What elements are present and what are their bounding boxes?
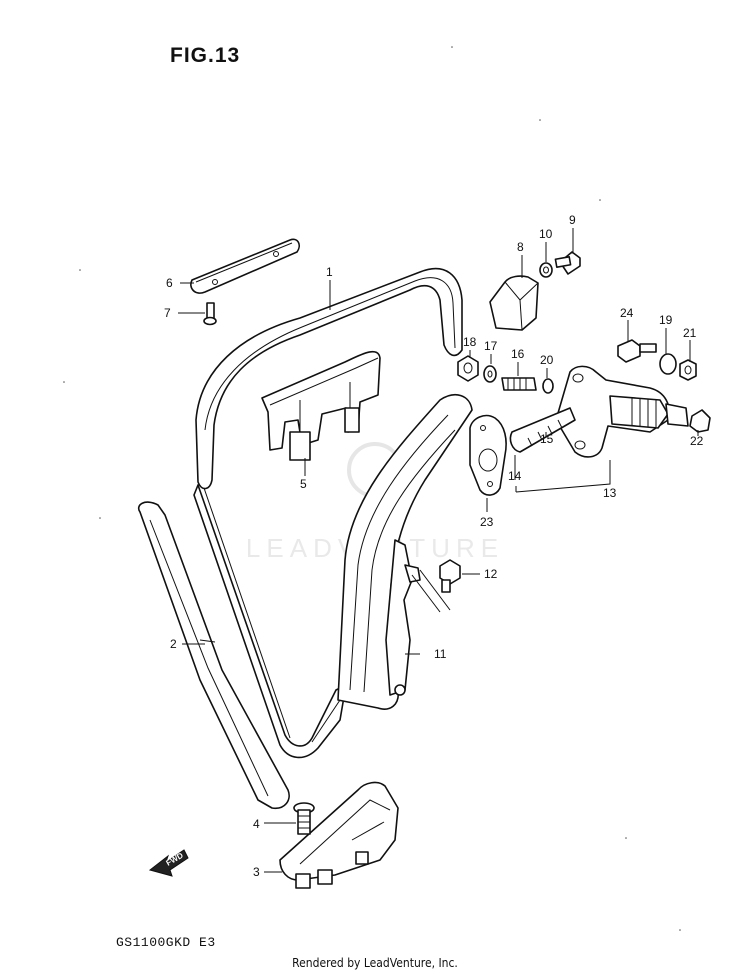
bolt-7: [203, 302, 217, 326]
o-ring-19: [659, 353, 677, 375]
callout-17: 17: [484, 339, 498, 353]
nut-18: [457, 355, 479, 382]
top-guide: [190, 238, 300, 294]
stud-16: [501, 377, 537, 391]
callout-9: 9: [569, 213, 576, 227]
callout-15: 15: [540, 432, 554, 446]
callout-labels: 1 2 3 4 5 6 7 8 9 10 11 12 13 14 15 16 1…: [164, 213, 704, 879]
callout-13: 13: [603, 486, 617, 500]
callout-8: 8: [517, 240, 524, 254]
callout-23: 23: [480, 515, 494, 529]
figure-title: FIG.13: [170, 44, 241, 67]
o-ring-20: [542, 378, 554, 394]
tensioner-body-13: [555, 365, 711, 458]
callout-14: 14: [508, 469, 522, 483]
cam-chain: [193, 267, 463, 759]
callout-3: 3: [253, 865, 260, 879]
footer-credit: Rendered by LeadVenture, Inc.: [292, 956, 458, 970]
callout-24: 24: [620, 306, 634, 320]
callout-16: 16: [511, 347, 525, 361]
callout-6: 6: [166, 276, 173, 290]
callout-4: 4: [253, 817, 260, 831]
bolt-4: [293, 802, 315, 835]
fwd-arrow: FWD: [148, 849, 189, 877]
callout-21: 21: [683, 326, 697, 340]
model-code: GS1100GKD E3: [116, 935, 216, 950]
nut-21: [679, 359, 697, 381]
callout-11: 11: [434, 647, 447, 661]
bolt-24: [617, 339, 657, 363]
callout-2: 2: [170, 637, 177, 651]
gasket-23: [469, 414, 507, 496]
washer-17: [483, 365, 497, 383]
callout-5: 5: [300, 477, 307, 491]
tensioner-guide: [138, 501, 290, 810]
callout-1: 1: [326, 265, 333, 279]
callout-7: 7: [164, 306, 171, 320]
scan-specks: [63, 46, 681, 931]
damper-8: [489, 275, 539, 331]
chain-guide-no2: [261, 350, 381, 461]
callout-22: 22: [690, 434, 704, 448]
callout-18: 18: [463, 335, 477, 349]
callout-10: 10: [539, 227, 553, 241]
callout-19: 19: [659, 313, 673, 327]
lower-guide-3: [279, 781, 399, 889]
push-rod-14: [509, 407, 576, 453]
bolt-9: [554, 251, 581, 275]
callout-20: 20: [540, 353, 554, 367]
leader-lines: [178, 228, 699, 873]
chain-guide-no1: [337, 394, 473, 710]
callout-12: 12: [484, 567, 498, 581]
washer-10: [539, 262, 553, 278]
bolt-12: [439, 559, 461, 593]
